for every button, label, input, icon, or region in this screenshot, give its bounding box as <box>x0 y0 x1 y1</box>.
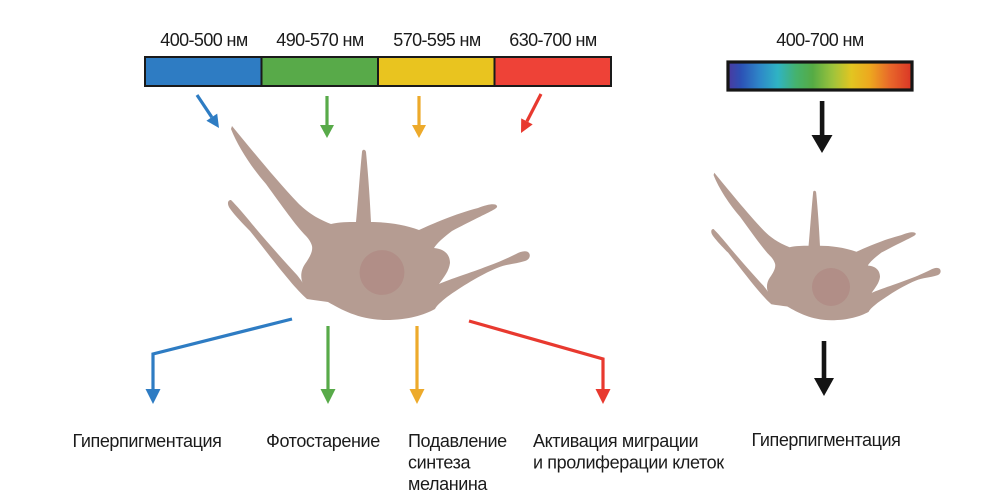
svg-text:Гиперпигментация: Гиперпигментация <box>72 431 221 451</box>
svg-text:синтеза: синтеза <box>408 453 472 473</box>
svg-text:и пролиферации клеток: и пролиферации клеток <box>533 453 724 473</box>
svg-text:Подавление: Подавление <box>408 431 507 451</box>
svg-text:Гиперпигментация: Гиперпигментация <box>751 430 900 450</box>
svg-text:400-500 нм: 400-500 нм <box>160 30 248 50</box>
svg-text:630-700 нм: 630-700 нм <box>509 30 597 50</box>
svg-text:Фотостарение: Фотостарение <box>266 431 380 451</box>
svg-text:меланина: меланина <box>408 474 488 494</box>
svg-text:490-570 нм: 490-570 нм <box>276 30 364 50</box>
svg-text:400-700 нм: 400-700 нм <box>776 30 864 50</box>
svg-text:Активация миграции: Активация миграции <box>533 431 698 451</box>
svg-text:570-595 нм: 570-595 нм <box>393 30 481 50</box>
